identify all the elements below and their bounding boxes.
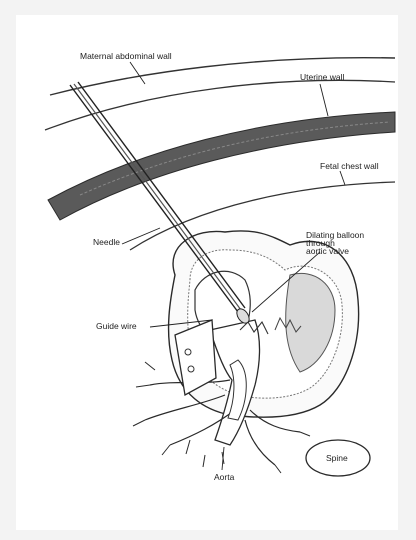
label-guide-wire: Guide wire	[96, 321, 137, 331]
label-spine: Spine	[326, 453, 348, 463]
label-needle: Needle	[93, 237, 120, 247]
leader-uterine	[320, 84, 328, 116]
leader-fetal-chest	[340, 171, 345, 185]
leader-maternal	[130, 62, 145, 84]
label-fetal-chest-wall: Fetal chest wall	[320, 161, 379, 171]
label-uterine-wall: Uterine wall	[300, 72, 345, 82]
label-dilating-balloon-3: aortic valve	[306, 246, 349, 256]
label-aorta: Aorta	[214, 472, 235, 482]
leader-aorta	[222, 447, 224, 470]
label-maternal-abdominal-wall: Maternal abdominal wall	[80, 51, 172, 61]
